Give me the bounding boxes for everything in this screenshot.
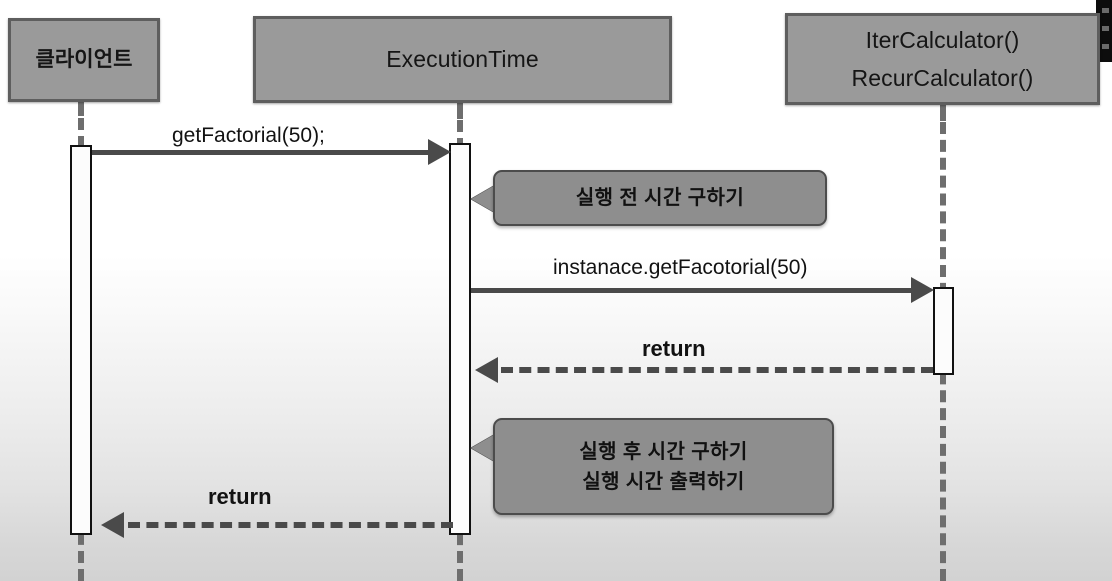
participant-execution-time-label: ExecutionTime bbox=[386, 46, 539, 73]
lifeline-stub-execution-time bbox=[457, 103, 463, 119]
message-arrowhead-get-factorial bbox=[428, 139, 451, 165]
message-line-instance-get-facotorial bbox=[471, 288, 914, 293]
activation-bar-execution-time bbox=[449, 143, 471, 535]
note-tail-after-time bbox=[471, 433, 497, 463]
participant-calculators-label-line1: IterCalculator() bbox=[865, 26, 1020, 53]
note-tail-before-time bbox=[471, 184, 497, 214]
message-label-instance-get-facotorial: instanace.getFacotorial(50) bbox=[553, 256, 808, 279]
message-arrowhead-instance-get-facotorial bbox=[911, 277, 934, 303]
activation-bar-client bbox=[70, 145, 92, 535]
note-after-time-line1: 실행 후 시간 구하기 bbox=[579, 440, 748, 463]
panel-tick-icon bbox=[1102, 8, 1109, 13]
activation-bar-calculators bbox=[933, 287, 954, 375]
note-before-time[interactable]: 실행 전 시간 구하기 bbox=[493, 170, 827, 226]
cropped-dark-panel bbox=[1096, 0, 1112, 62]
message-arrowhead-return-calculators bbox=[475, 357, 498, 383]
message-label-return-client: return bbox=[208, 484, 272, 509]
message-line-return-client bbox=[128, 522, 453, 528]
participant-client-label: 클라이언트 bbox=[35, 47, 133, 71]
panel-tick-icon bbox=[1102, 44, 1109, 49]
note-after-time[interactable]: 실행 후 시간 구하기 실행 시간 출력하기 bbox=[493, 418, 834, 515]
panel-tick-icon bbox=[1102, 26, 1109, 31]
lifeline-stub-client bbox=[78, 100, 84, 116]
message-label-get-factorial: getFactorial(50); bbox=[172, 124, 325, 147]
message-line-return-calculators bbox=[501, 367, 933, 373]
message-label-return-calculators: return bbox=[642, 336, 706, 361]
participant-calculators[interactable]: IterCalculator() RecurCalculator() bbox=[785, 13, 1100, 105]
message-line-get-factorial bbox=[92, 150, 432, 155]
participant-calculators-label-line2: RecurCalculator() bbox=[851, 64, 1034, 91]
note-before-time-line1: 실행 전 시간 구하기 bbox=[575, 187, 745, 209]
note-after-time-line2: 실행 시간 출력하기 bbox=[582, 470, 745, 493]
participant-execution-time[interactable]: ExecutionTime bbox=[253, 16, 672, 103]
message-arrowhead-return-client bbox=[101, 512, 124, 538]
lifeline-stub-calculators bbox=[940, 105, 946, 121]
participant-client[interactable]: 클라이언트 bbox=[8, 18, 160, 102]
